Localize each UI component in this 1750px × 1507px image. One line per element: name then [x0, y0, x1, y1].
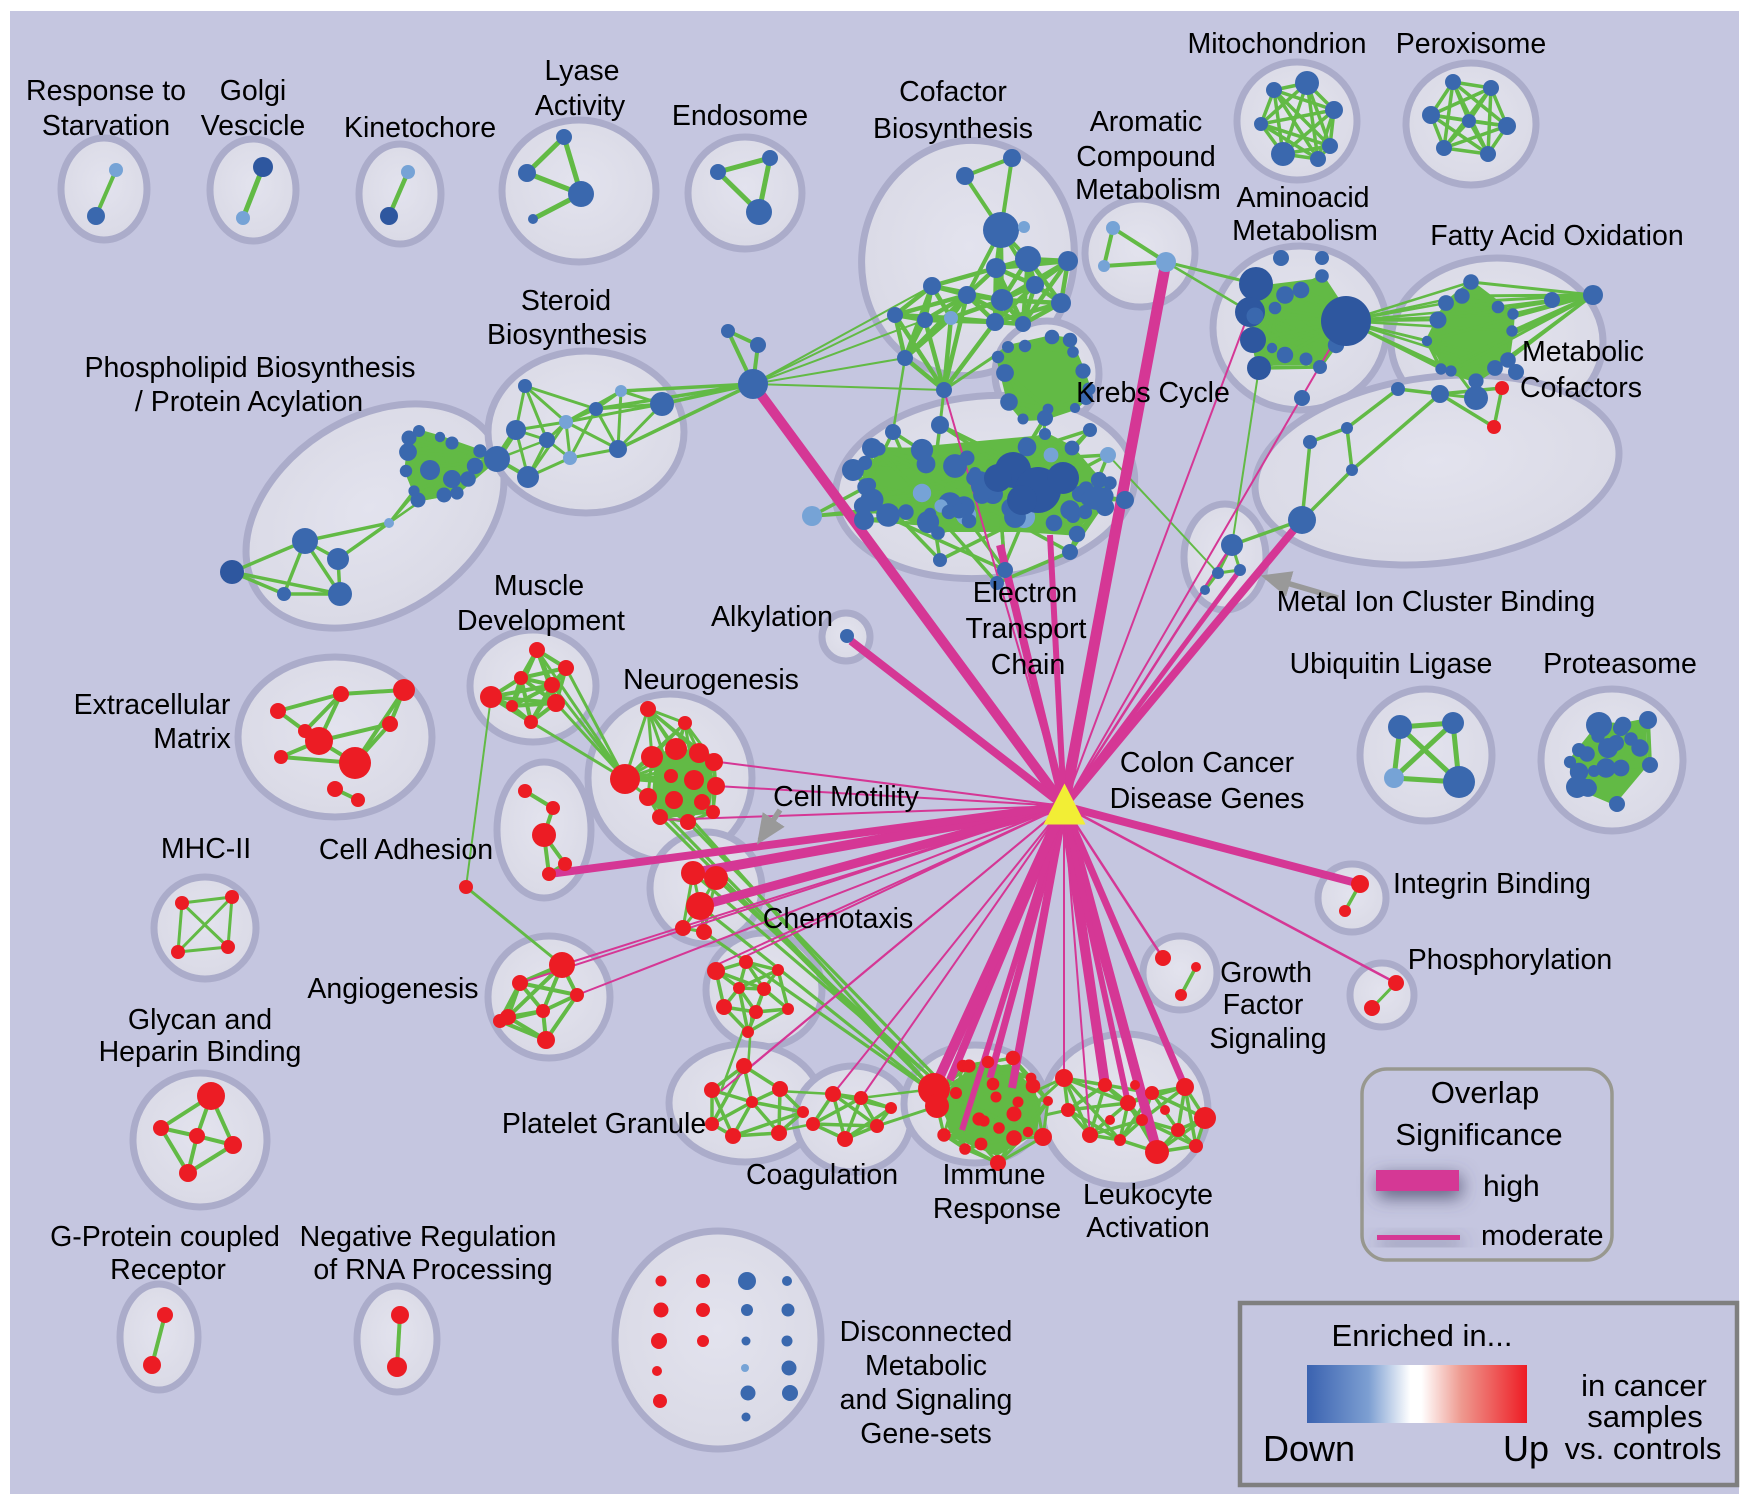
svg-text:Aminoacid: Aminoacid [1236, 182, 1369, 214]
svg-text:Growth: Growth [1220, 957, 1312, 989]
svg-text:Extracellular: Extracellular [74, 689, 231, 721]
svg-text:Overlap: Overlap [1431, 1075, 1540, 1110]
svg-text:Cell Motility: Cell Motility [773, 781, 919, 813]
svg-text:Receptor: Receptor [110, 1254, 226, 1286]
svg-text:Development: Development [457, 605, 625, 637]
svg-text:Vescicle: Vescicle [201, 110, 306, 142]
svg-text:moderate: moderate [1481, 1220, 1604, 1252]
svg-text:Biosynthesis: Biosynthesis [873, 113, 1033, 145]
svg-text:Cell Adhesion: Cell Adhesion [319, 834, 493, 866]
svg-text:Alkylation: Alkylation [711, 601, 833, 633]
svg-text:Glycan and: Glycan and [128, 1004, 272, 1036]
svg-text:Disconnected: Disconnected [840, 1316, 1013, 1348]
svg-text:Mitochondrion: Mitochondrion [1187, 28, 1366, 60]
svg-text:G-Protein coupled: G-Protein coupled [50, 1221, 280, 1253]
svg-text:Lyase: Lyase [545, 55, 620, 87]
svg-text:Transport: Transport [966, 613, 1087, 645]
svg-text:Heparin Binding: Heparin Binding [99, 1036, 302, 1068]
svg-text:Muscle: Muscle [494, 570, 584, 602]
svg-text:Steroid: Steroid [521, 285, 611, 317]
svg-text:Up: Up [1503, 1428, 1549, 1469]
svg-text:Neurogenesis: Neurogenesis [623, 664, 799, 696]
svg-text:Chain: Chain [991, 649, 1065, 681]
svg-text:Signaling: Signaling [1209, 1023, 1326, 1055]
svg-text:Factor: Factor [1223, 989, 1304, 1021]
svg-text:Starvation: Starvation [42, 110, 170, 142]
svg-text:Metabolic: Metabolic [1522, 336, 1644, 368]
svg-text:MHC-II: MHC-II [161, 833, 251, 865]
svg-text:Compound: Compound [1076, 141, 1215, 173]
svg-text:Golgi: Golgi [220, 75, 287, 107]
svg-text:Fatty Acid Oxidation: Fatty Acid Oxidation [1430, 220, 1683, 252]
svg-text:Metabolism: Metabolism [1232, 215, 1378, 247]
svg-text:Phosphorylation: Phosphorylation [1408, 944, 1612, 976]
svg-text:Ubiquitin Ligase: Ubiquitin Ligase [1290, 648, 1493, 680]
svg-text:Integrin Binding: Integrin Binding [1393, 868, 1591, 900]
svg-text:of RNA Processing: of RNA Processing [313, 1254, 552, 1286]
svg-text:Colon Cancer: Colon Cancer [1120, 747, 1295, 779]
svg-text:in cancer: in cancer [1581, 1368, 1707, 1403]
svg-text:Leukocyte: Leukocyte [1083, 1179, 1213, 1211]
svg-text:Proteasome: Proteasome [1543, 648, 1697, 680]
svg-text:Chemotaxis: Chemotaxis [763, 903, 913, 935]
svg-text:Aromatic: Aromatic [1090, 106, 1202, 138]
svg-text:samples: samples [1587, 1399, 1702, 1434]
svg-text:Activation: Activation [1086, 1212, 1210, 1244]
svg-text:Metabolic: Metabolic [865, 1350, 987, 1382]
svg-text:vs. controls: vs. controls [1565, 1431, 1722, 1466]
svg-text:Angiogenesis: Angiogenesis [307, 973, 478, 1005]
svg-text:Phospholipid Biosynthesis: Phospholipid Biosynthesis [84, 352, 415, 384]
svg-text:Endosome: Endosome [672, 100, 808, 132]
svg-text:Cofactors: Cofactors [1520, 372, 1642, 404]
svg-text:Matrix: Matrix [153, 723, 231, 755]
svg-text:Immune: Immune [943, 1159, 1046, 1191]
svg-text:Negative Regulation: Negative Regulation [300, 1221, 557, 1253]
svg-text:Metal Ion Cluster Binding: Metal Ion Cluster Binding [1277, 586, 1595, 618]
svg-text:Response to: Response to [26, 75, 186, 107]
svg-text:Krebs Cycle: Krebs Cycle [1076, 377, 1230, 409]
svg-text:high: high [1483, 1170, 1540, 1203]
svg-text:Significance: Significance [1395, 1117, 1562, 1152]
svg-text:Metabolism: Metabolism [1075, 174, 1221, 206]
svg-text:Activity: Activity [535, 90, 626, 122]
svg-text:Electron: Electron [973, 577, 1078, 609]
svg-text:and Signaling: and Signaling [840, 1384, 1013, 1416]
svg-text:Response: Response [933, 1193, 1061, 1225]
svg-text:Enriched in...: Enriched in... [1332, 1318, 1513, 1353]
svg-text:Biosynthesis: Biosynthesis [487, 319, 647, 351]
svg-text:Disease Genes: Disease Genes [1110, 783, 1305, 815]
svg-text:Coagulation: Coagulation [746, 1159, 898, 1191]
svg-text:/ Protein Acylation: / Protein Acylation [135, 386, 363, 418]
svg-text:Platelet Granule: Platelet Granule [502, 1108, 706, 1140]
svg-text:Kinetochore: Kinetochore [344, 112, 496, 144]
svg-text:Gene-sets: Gene-sets [860, 1418, 991, 1450]
svg-text:Cofactor: Cofactor [899, 76, 1007, 108]
svg-text:Down: Down [1263, 1428, 1355, 1469]
svg-text:Peroxisome: Peroxisome [1396, 28, 1546, 60]
